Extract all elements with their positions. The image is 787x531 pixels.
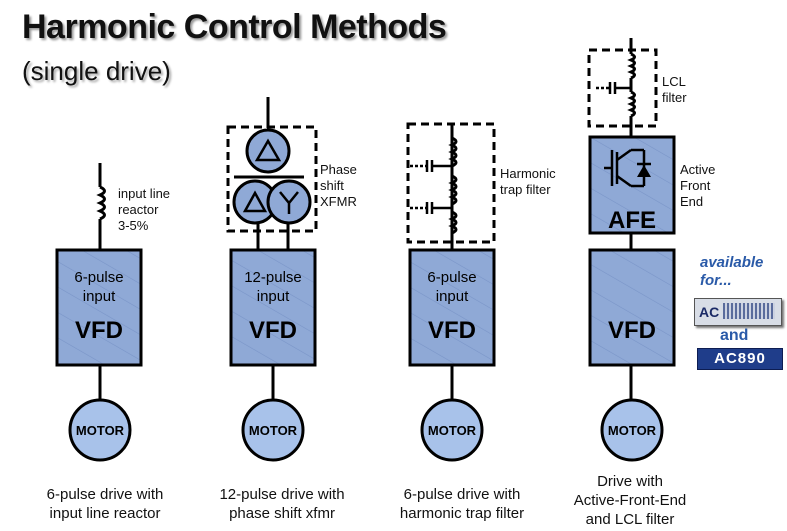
afe-side-label-line2: Front	[680, 178, 711, 193]
trap-label-line2: trap filter	[500, 182, 551, 197]
page-subtitle: (single drive)	[22, 56, 171, 86]
caption-1-line2: input line reactor	[49, 505, 161, 522]
available-label: available for...	[700, 254, 763, 290]
caption-3-line1: 6-pulse drive with	[403, 486, 521, 503]
caption-2: 12-pulse drive with phase shift xfmr	[182, 485, 382, 523]
xfmr-primary-circle	[245, 128, 291, 174]
xfmr-label-line1: Phase	[320, 162, 357, 177]
column-2	[226, 97, 318, 462]
lcl-coil-2	[627, 90, 636, 118]
delta-icon-secondary	[242, 190, 268, 213]
column-1	[55, 163, 143, 462]
vfd-box-3	[408, 248, 496, 367]
available-line1: available	[700, 254, 764, 271]
vfd-box-1	[55, 248, 143, 367]
ac890-logo: AC890	[697, 348, 783, 370]
igbt-icon	[604, 148, 651, 188]
lcl-label: LCL filter	[662, 74, 687, 106]
reactor-label: input line reactor 3-5%	[118, 186, 170, 234]
column-4: AFE	[587, 38, 676, 462]
xfmr-label-line2: shift	[320, 178, 344, 193]
caption-4-line3: and LCL filter	[585, 511, 675, 528]
vfd-4-label: VFD	[608, 317, 656, 344]
caption-4-line1: Drive with	[597, 473, 663, 490]
caption-3: 6-pulse drive with harmonic trap filter	[362, 485, 562, 523]
reactor-label-line2: reactor	[118, 202, 159, 217]
motor-1-label: MOTOR	[76, 423, 125, 438]
ac-logo-text: AC	[699, 304, 720, 320]
afe-label: AFE	[608, 207, 656, 234]
lcl-label-line2: filter	[662, 90, 687, 105]
motor-2-label: MOTOR	[249, 423, 298, 438]
caption-4: Drive with Active-Front-End and LCL filt…	[530, 472, 730, 529]
motor-4-label: MOTOR	[608, 423, 657, 438]
vfd-2-line2: input	[257, 288, 290, 305]
trap-coil-1	[448, 136, 458, 168]
vfd-3-line1: 6-pulse	[427, 269, 476, 286]
trap-coil-3	[448, 210, 458, 235]
vfd-3-label: VFD	[428, 317, 476, 344]
motor-circle-3	[420, 398, 484, 462]
ac-product-logo: AC	[694, 298, 782, 326]
vfd-1-label: VFD	[75, 317, 123, 344]
reactor-label-line1: input line	[118, 186, 171, 201]
vfd-box-2	[229, 248, 317, 367]
xfmr-label-line3: XFMR	[320, 194, 357, 209]
reactor-label-line3: 3-5%	[118, 218, 149, 233]
vfd-1-line2: input	[83, 288, 116, 305]
lcl-capacitor	[596, 82, 631, 94]
caption-1-line1: 6-pulse drive with	[46, 486, 164, 503]
lcl-coil-1	[627, 52, 636, 80]
afe-side-label: Active Front End	[680, 162, 715, 210]
lcl-dashed-box	[587, 48, 658, 128]
vfd-box-4	[588, 248, 676, 367]
wye-icon	[279, 191, 299, 214]
trap-label-line1: Harmonic	[500, 166, 556, 181]
caption-3-line2: harmonic trap filter	[399, 505, 525, 522]
vfd-2-line1: 12-pulse	[244, 269, 302, 286]
motor-circle-1	[68, 398, 132, 462]
afe-side-label-line3: End	[680, 194, 704, 209]
trap-label: Harmonic trap filter	[500, 166, 556, 198]
motor-3-label: MOTOR	[428, 423, 477, 438]
and-label: and	[720, 327, 749, 344]
caption-2-line1: 12-pulse drive with	[219, 486, 345, 503]
available-line2: for...	[700, 272, 732, 289]
delta-icon-primary	[254, 138, 282, 162]
trap-coil-2	[448, 174, 458, 206]
vfd-2-label: VFD	[249, 317, 297, 344]
motor-circle-2	[241, 398, 305, 462]
caption-4-line2: Active-Front-End	[573, 492, 687, 509]
logo-graphic	[723, 303, 775, 319]
vfd-3-line2: input	[436, 288, 469, 305]
xfmr-dashed-box	[226, 125, 318, 233]
page-title: Harmonic Control Methods	[22, 8, 447, 46]
vfd-1-line1: 6-pulse	[74, 269, 123, 286]
motor-circle-4	[600, 398, 664, 462]
caption-2-line2: phase shift xfmr	[229, 505, 335, 522]
afe-side-label-line1: Active	[680, 162, 716, 177]
caption-1: 6-pulse drive with input line reactor	[5, 485, 205, 523]
column-3	[406, 122, 496, 462]
trap-capacitor-2	[410, 202, 452, 214]
reactor-coil	[96, 185, 106, 221]
trap-capacitor-1	[410, 160, 452, 172]
lcl-label-line1: LCL	[662, 74, 686, 89]
xfmr-label: Phase shift XFMR	[320, 162, 357, 210]
